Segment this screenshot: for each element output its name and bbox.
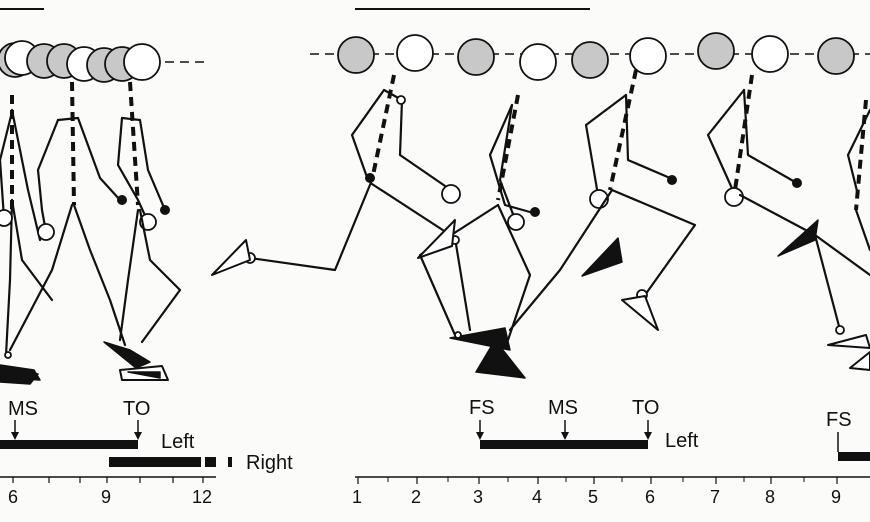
right-axis-tick-label: 3	[473, 487, 483, 507]
head-open	[751, 35, 789, 73]
left-bar-label: Left	[161, 431, 195, 453]
left-axis-tick-label: 9	[101, 487, 111, 507]
head-grey	[571, 41, 609, 79]
right-bar-label: Right	[246, 452, 293, 474]
head-grey	[697, 32, 735, 70]
stick-figure-right-1	[211, 74, 472, 332]
left-ms-arrowhead	[11, 432, 19, 440]
right-panel-bar-label: Left	[665, 430, 699, 452]
stick-figure-right-4	[706, 74, 870, 349]
right-head-sequence	[337, 32, 855, 81]
right-panel-left-stance-bar	[480, 440, 648, 449]
stick-figure-right-2	[417, 94, 540, 379]
left-panel-figures	[0, 40, 210, 385]
right-axis-tick-label: 8	[765, 487, 775, 507]
right-fs-label: FS	[469, 397, 495, 419]
right-stance-bar	[109, 457, 201, 467]
right-axis-tick-label: 4	[532, 487, 542, 507]
right-axis-ticks	[357, 477, 838, 484]
right-panel-next-stance-bar	[838, 452, 870, 461]
right-axis-tick-label: 6	[645, 487, 655, 507]
left-to-label: TO	[123, 398, 150, 420]
left-head-sequence	[0, 40, 161, 83]
right-axis-tick-label: 7	[710, 487, 720, 507]
right-fs-arrowhead	[476, 432, 484, 440]
stick-figure-left-3	[103, 81, 182, 381]
head-open	[123, 43, 161, 81]
right-ms-label: MS	[548, 397, 578, 419]
right-stance-bar-dash	[228, 457, 232, 467]
left-stance-bar	[0, 440, 138, 449]
left-to-arrowhead	[134, 432, 142, 440]
right-axis-tick-label: 1	[352, 487, 362, 507]
stick-figure-right-3	[508, 69, 697, 332]
head-open	[519, 43, 557, 81]
right-panel-figures	[211, 32, 870, 379]
head-open	[629, 37, 667, 75]
right-axis-tick-label: 5	[588, 487, 598, 507]
right-ms-arrowhead	[561, 432, 569, 440]
stick-figure-left-2	[0, 81, 127, 381]
left-ms-label: MS	[8, 398, 38, 420]
stick-figure-right-5	[846, 99, 870, 371]
left-axis-tick-label: 12	[192, 487, 212, 507]
right-to-arrowhead	[644, 432, 652, 440]
left-axis-tick-label: 6	[8, 487, 18, 507]
head-grey	[817, 37, 855, 75]
right-stance-bar-dash	[205, 457, 216, 467]
head-grey	[457, 38, 495, 76]
right-axis-tick-label: 9	[831, 487, 841, 507]
head-open	[396, 34, 434, 72]
right-to-label: TO	[632, 397, 659, 419]
left-axis-ticks	[12, 477, 204, 483]
right-axis-tick-label: 2	[411, 487, 421, 507]
head-grey	[337, 36, 375, 74]
right-fs2-label: FS	[826, 409, 852, 431]
